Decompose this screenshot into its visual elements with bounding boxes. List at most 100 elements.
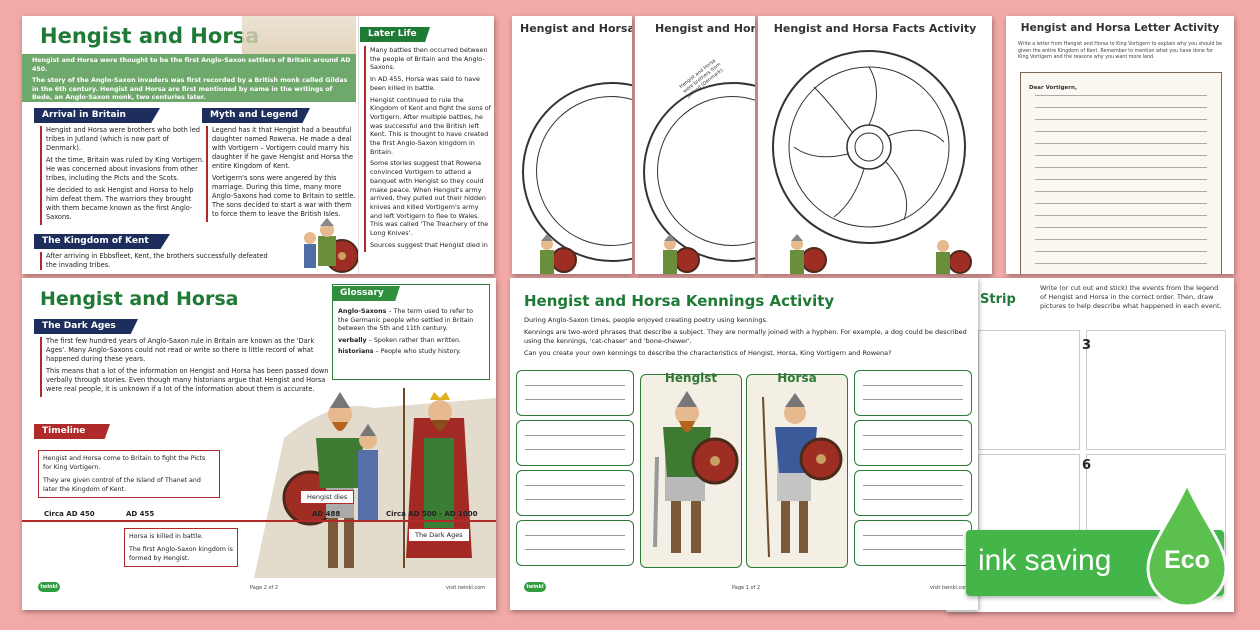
myth-paragraph: Legend has it that Hengist had a beautif… (212, 126, 354, 170)
sheet-title: Hengist and Horsa (520, 22, 632, 35)
horsa-card: Horsa (746, 371, 848, 568)
dark-ages-text: The first few hundred years of Anglo-Sax… (40, 337, 334, 397)
myth-paragraph: Vortigern's sons were angered by this ma… (212, 174, 356, 218)
kenning-answer-box[interactable] (516, 420, 634, 466)
later-paragraph: In AD 455, Horsa was said to have been k… (370, 75, 480, 92)
writing-line (1035, 215, 1207, 216)
facts-activity-sheet: Hengist and Horsa Facts Activity (758, 16, 992, 274)
dark-ages-paragraph: This means that a lot of the information… (46, 367, 329, 393)
glossary-entry: historians – People who study history. (338, 348, 484, 357)
page-number: Page 2 of 2 (250, 585, 279, 591)
dark-ages-paragraph: The first few hundred years of Anglo-Sax… (46, 337, 315, 363)
later-paragraph: Hengist continued to rule the Kingdom of… (370, 95, 491, 156)
page-title: Hengist and Horsa (40, 288, 239, 310)
writing-line (1035, 263, 1207, 264)
warrior-illustration (524, 234, 580, 274)
glossary-definition: – Spoken rather than written. (366, 336, 461, 344)
timeline-hengist-dies: Hengist dies (300, 490, 355, 504)
page-title: Hengist and Horsa (40, 24, 260, 48)
timeline-axis (22, 520, 496, 522)
myth-heading: Myth and Legend (202, 108, 310, 123)
arrival-heading: Arrival in Britain (34, 108, 160, 123)
warrior-illustration (647, 234, 703, 274)
arrival-paragraph: He decided to ask Hengist and Horsa to h… (46, 186, 194, 221)
site-link[interactable]: visit twinkl.com (930, 585, 970, 591)
fact-sheet-page-2: Hengist and Horsa The Dark Ages The firs… (22, 278, 496, 610)
writing-line (1035, 167, 1207, 168)
badge-text: ink saving (978, 544, 1112, 577)
timeline-dark-ages: The Dark Ages (408, 528, 470, 542)
glossary-entry: Anglo-Saxons – The term used to refer to… (338, 308, 484, 334)
writing-line (1035, 227, 1207, 228)
strip-instructions: Write (or cut out and stick) the events … (1040, 284, 1222, 310)
writing-line (1035, 239, 1207, 240)
kennings-intro: During Anglo-Saxon times, people enjoyed… (524, 316, 968, 361)
glossary-term: Anglo-Saxons (338, 308, 387, 315)
later-life-heading: Later Life (360, 27, 430, 42)
letter-instructions: Write a letter from Hengist and Horsa to… (1018, 42, 1222, 60)
horsa-label: Horsa (777, 371, 817, 385)
writing-line (1035, 203, 1207, 204)
writing-line (1035, 95, 1207, 96)
arrival-paragraph: At the time, Britain was ruled by King V… (46, 156, 204, 182)
timeline-event-450: Hengist and Horsa come to Britain to fig… (38, 450, 220, 498)
kenning-answer-box[interactable] (854, 470, 972, 516)
dark-ages-heading: The Dark Ages (34, 319, 138, 334)
shield-outline (772, 50, 966, 244)
timeline-text: The first Anglo-Saxon kingdom is formed … (129, 546, 233, 562)
later-paragraph: Some stories suggest that Rowena convinc… (370, 159, 489, 238)
writing-line (1035, 191, 1207, 192)
glossary-list: Anglo-Saxons – The term used to refer to… (338, 308, 484, 360)
kingdom-heading: The Kingdom of Kent (34, 234, 170, 249)
later-life-column (358, 16, 494, 274)
timeline-text: Hengist and Horsa come to Britain to fig… (43, 455, 206, 471)
later-paragraph: Many battles then occurred between the p… (370, 46, 488, 72)
intro-paragraph: The story of the Anglo-Saxon invaders wa… (32, 77, 348, 101)
writing-line (1035, 179, 1207, 180)
sheet-title: Hengist and Horsa (655, 22, 755, 35)
kingdom-text: After arriving in Ebbsfleet, Kent, the b… (40, 252, 276, 270)
letter-salutation: Dear Vortigern, (1029, 85, 1077, 91)
strip-panel (1086, 330, 1226, 450)
timeline-date: Circa AD 450 (44, 510, 95, 518)
kenning-answer-box[interactable] (854, 370, 972, 416)
kenning-answer-box[interactable] (516, 370, 634, 416)
sheet-title: Strip (980, 292, 1016, 307)
arrival-text: Hengist and Horsa were brothers who both… (40, 126, 206, 225)
later-paragraph: Sources suggest that Hengist died in (370, 240, 488, 249)
timeline-heading: Timeline (34, 424, 110, 439)
writing-line (1035, 119, 1207, 120)
kennings-paragraph: During Anglo-Saxon times, people enjoyed… (524, 316, 768, 324)
later-life-text: Many battles then occurred between the p… (364, 46, 492, 253)
panel-number: 6 (1082, 458, 1092, 473)
shield-activity-sheet-1: Hengist and Horsa (512, 16, 632, 274)
sheet-title: Hengist and Horsa Letter Activity (1020, 22, 1220, 34)
glossary-term: historians (338, 348, 374, 355)
glossary-term: verbally (338, 336, 367, 344)
eco-drop-icon: Eco (1144, 480, 1230, 610)
kenning-answer-box[interactable] (516, 470, 634, 516)
timeline-date: AD 488 (312, 510, 341, 518)
kenning-answer-box[interactable] (854, 420, 972, 466)
kenning-answer-box[interactable] (516, 520, 634, 566)
intro-paragraph: Hengist and Horsa were thought to be the… (32, 57, 351, 73)
warriors-illustration (254, 378, 496, 578)
hengist-card: Hengist (640, 371, 742, 568)
strip-panel (978, 330, 1080, 450)
writing-line (1035, 143, 1207, 144)
twinkl-logo: twinkl (524, 582, 546, 592)
timeline-date: Circa AD 500 - AD 1000 (386, 510, 478, 518)
intro-text: Hengist and Horsa were thought to be the… (32, 57, 352, 106)
kenning-answer-box[interactable] (854, 520, 972, 566)
timeline-date: AD 455 (126, 510, 155, 518)
arrival-paragraph: Hengist and Horsa were brothers who both… (46, 126, 200, 152)
glossary-definition: – People who study history. (373, 348, 461, 355)
hengist-label: Hengist (664, 371, 718, 385)
site-link[interactable]: visit twinkl.com (446, 585, 486, 591)
writing-line (1035, 131, 1207, 132)
twinkl-logo: twinkl (38, 582, 60, 592)
glossary-definition: – The term used to refer to the Germanic… (338, 308, 474, 332)
warrior-illustration (284, 216, 364, 274)
fact-sheet-page-1: Hengist and Horsa Hengist and Horsa were… (22, 16, 494, 274)
timeline-event-455: Horsa is killed in battle. The first Ang… (124, 528, 238, 567)
